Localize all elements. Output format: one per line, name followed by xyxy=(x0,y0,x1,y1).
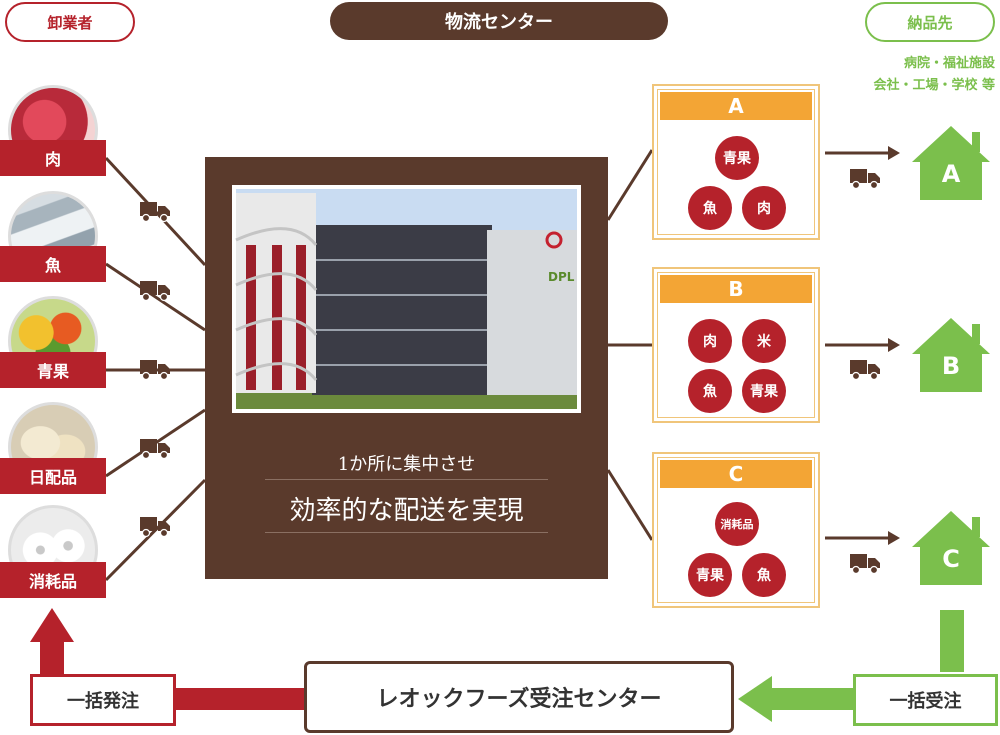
destinations-header: 納品先 xyxy=(865,2,995,42)
destinations-note: 病院・福祉施設 会社・工場・学校 等 xyxy=(800,53,995,97)
warehouse-label: C xyxy=(660,460,812,488)
item-badge: 青果 xyxy=(688,553,732,597)
item-badge: 青果 xyxy=(742,369,786,413)
truck-icon xyxy=(139,438,171,460)
destinations-note-line1: 病院・福祉施設 xyxy=(903,56,995,71)
destinations-header-label: 納品先 xyxy=(907,13,953,32)
truck-icon xyxy=(849,553,881,575)
center-header: 物流センター xyxy=(330,2,668,40)
order-center-label: レオックフーズ受注センター xyxy=(376,687,662,712)
house-c-icon: C xyxy=(942,545,960,573)
divider xyxy=(265,532,548,533)
item-badge: 米 xyxy=(742,319,786,363)
bulk-receive-box: 一括受注 xyxy=(853,674,998,726)
truck-icon xyxy=(849,359,881,381)
item-badge: 肉 xyxy=(742,186,786,230)
bulk-order-box: 一括発注 xyxy=(30,674,176,726)
house-a-icon: A xyxy=(941,160,961,188)
supplier-label: 日配品 xyxy=(0,458,106,494)
delivery-truck-icons xyxy=(849,168,881,575)
supplier-label: 消耗品 xyxy=(0,562,106,598)
destinations-note-line2: 会社・工場・学校 等 xyxy=(873,78,995,93)
item-badge: 青果 xyxy=(715,136,759,180)
item-badge: 魚 xyxy=(688,369,732,413)
center-text-line2: 効率的な配送を実現 xyxy=(289,496,524,526)
item-badge: 魚 xyxy=(688,186,732,230)
truck-icon xyxy=(139,359,171,381)
suppliers-header-label: 卸業者 xyxy=(47,13,93,32)
suppliers-header: 卸業者 xyxy=(5,2,135,42)
supplier-truck-icons xyxy=(139,201,171,538)
order-center-box: レオックフーズ受注センター xyxy=(304,661,734,733)
warehouse-c: C 消耗品 青果 魚 xyxy=(652,452,820,608)
warehouse-a: A 青果 魚 肉 xyxy=(652,84,820,240)
item-badge: 魚 xyxy=(742,553,786,597)
warehouse-b: B 肉 米 魚 青果 xyxy=(652,267,820,423)
truck-icon xyxy=(849,168,881,190)
supplier-label: 肉 xyxy=(0,140,106,176)
item-badge: 肉 xyxy=(688,319,732,363)
center-header-label: 物流センター xyxy=(445,12,553,33)
logistics-center-panel: DPL 1か所に集中させ 効率的な配送を実現 xyxy=(205,157,608,579)
warehouse-label: A xyxy=(660,92,812,120)
logistics-center-photo: DPL xyxy=(232,185,581,413)
bulk-receive-label: 一括受注 xyxy=(889,691,962,712)
item-badge: 消耗品 xyxy=(715,502,759,546)
warehouse-label: B xyxy=(660,275,812,303)
supplier-label: 青果 xyxy=(0,352,106,388)
truck-icon xyxy=(139,201,171,223)
dpl-sign: DPL xyxy=(548,270,575,284)
divider xyxy=(265,479,548,480)
bulk-order-label: 一括発注 xyxy=(67,691,139,712)
center-text-line1: 1か所に集中させ xyxy=(337,454,476,475)
supplier-label: 魚 xyxy=(0,246,106,282)
house-b-icon: B xyxy=(941,352,961,380)
